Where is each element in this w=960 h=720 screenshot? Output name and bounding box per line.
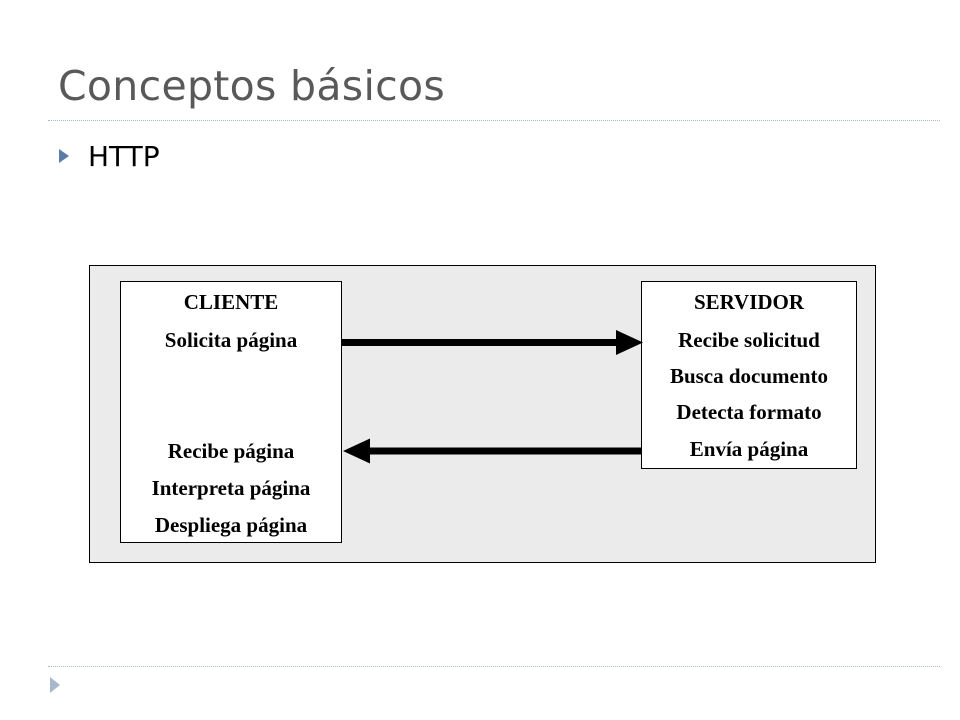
triangle-bullet-icon [59, 149, 69, 163]
slide-title: Conceptos básicos [58, 62, 446, 110]
footer-divider [48, 666, 940, 667]
client-step: Interpreta página [151, 476, 311, 500]
server-box: SERVIDOR Recibe solicitud Busca document… [641, 281, 857, 469]
server-step: Envía página [689, 437, 809, 461]
client-step: Recibe página [167, 439, 295, 463]
response-arrow [343, 438, 642, 464]
bullet-text: HTTP [88, 139, 160, 173]
client-heading: CLIENTE [183, 290, 279, 314]
server-step: Busca documento [669, 364, 829, 388]
server-heading: SERVIDOR [693, 290, 805, 314]
client-step: Despliega página [154, 513, 308, 537]
triangle-marker-icon [50, 677, 60, 693]
title-divider [48, 120, 940, 121]
client-step: Solicita página [164, 328, 298, 352]
http-diagram: CLIENTE Solicita página Recibe página In… [89, 265, 876, 563]
request-arrow [341, 330, 643, 355]
client-box: CLIENTE Solicita página Recibe página In… [120, 281, 342, 543]
server-step: Detecta formato [676, 400, 822, 424]
bullet-item: HTTP [58, 138, 160, 174]
server-step: Recibe solicitud [678, 328, 820, 352]
arrows-layer [341, 330, 643, 464]
